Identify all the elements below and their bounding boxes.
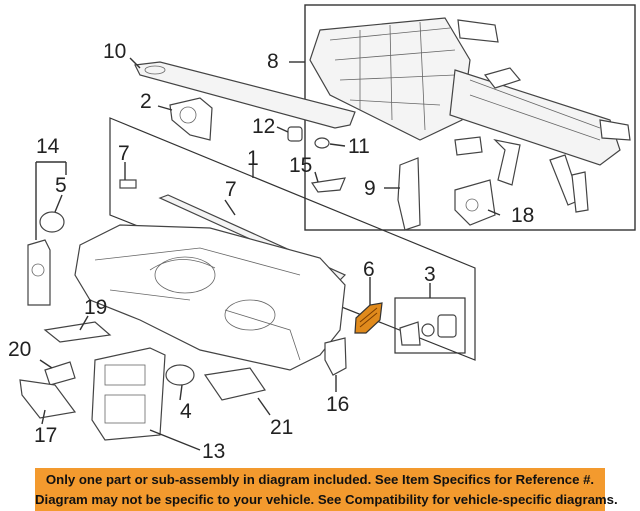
part-15-cover <box>310 177 346 193</box>
callout-13: 13 <box>202 440 225 463</box>
part-18-hole <box>465 198 479 212</box>
disclaimer-line-2: Diagram may not be specific to your vehi… <box>35 492 618 507</box>
part-11-clip <box>314 137 330 149</box>
callout-11: 11 <box>348 135 370 158</box>
part-19-trim <box>43 321 112 343</box>
callout-4: 4 <box>180 400 192 423</box>
callout-2: 2 <box>140 90 152 113</box>
callout-14: 14 <box>36 135 60 158</box>
callout-17: 17 <box>34 424 57 447</box>
callout-8: 8 <box>267 50 279 73</box>
leader-lines <box>35 57 501 451</box>
part-16-cover <box>324 337 347 376</box>
callout-3: 3 <box>424 263 436 286</box>
part-2-duct <box>169 97 213 141</box>
disclaimer-line-1: Only one part or sub-assembly in diagram… <box>45 472 595 487</box>
callout-9: 9 <box>364 177 376 200</box>
part-21-glove-box <box>203 367 266 401</box>
part-9-bracket <box>397 157 421 231</box>
callout-15: 15 <box>289 154 312 177</box>
part-13-center-bezel <box>91 347 166 441</box>
dashboard-panel <box>74 224 346 371</box>
part-4-vent <box>165 364 195 386</box>
part-7-clip <box>119 179 137 189</box>
callout-5: 5 <box>55 174 67 197</box>
callout-18: 18 <box>511 204 534 227</box>
part-10-top-cover <box>134 61 356 129</box>
part-3-bezel <box>399 321 421 346</box>
panel-inset-box <box>109 117 476 361</box>
frame-assembly <box>309 17 631 213</box>
part-20-trim <box>44 361 76 386</box>
part-17-trim <box>19 379 77 419</box>
part-12-cap <box>287 126 303 142</box>
callout-16: 16 <box>326 393 349 416</box>
callout-7-clip: 7 <box>118 142 130 165</box>
callout-1: 1 <box>247 147 259 170</box>
callout-6: 6 <box>363 258 375 281</box>
part-18-bracket <box>454 179 496 226</box>
callout-12: 12 <box>252 115 275 138</box>
callout-7-strip: 7 <box>225 178 237 201</box>
callout-20: 20 <box>8 338 31 361</box>
part-5-vent <box>39 211 65 233</box>
callout-19: 19 <box>84 296 107 319</box>
callout-10: 10 <box>103 40 126 63</box>
callout-21: 21 <box>270 416 293 439</box>
disclaimer-banner: Only one part or sub-assembly in diagram… <box>35 468 618 511</box>
part-6-vent-highlighted <box>354 302 383 334</box>
part-14-side-panel <box>27 239 51 306</box>
